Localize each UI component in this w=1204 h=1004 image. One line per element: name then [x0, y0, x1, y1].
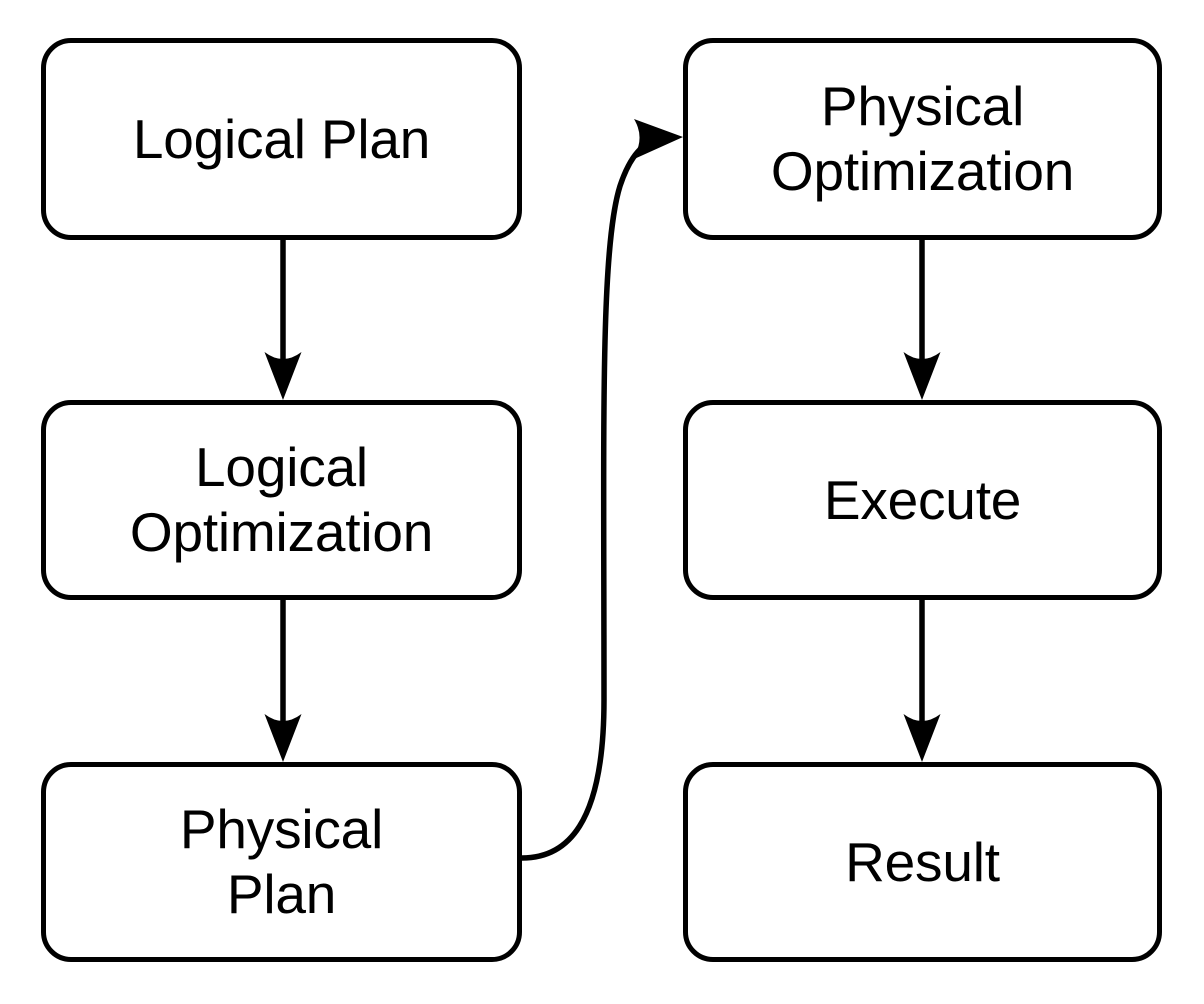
node-physical-optimization-label: Physical Optimization — [770, 75, 1075, 202]
edge-execute-to-result — [903, 600, 941, 762]
node-logical-optimization[interactable]: Logical Optimization — [41, 400, 522, 600]
node-result-label: Result — [845, 830, 1000, 893]
node-execute-label: Execute — [823, 468, 1022, 531]
node-physical-optimization[interactable]: Physical Optimization — [683, 38, 1162, 240]
node-logical-plan-label: Logical Plan — [132, 107, 431, 170]
node-execute[interactable]: Execute — [683, 400, 1162, 600]
node-logical-optimization-label: Logical Optimization — [129, 436, 434, 563]
node-physical-plan-label: Physical Plan — [179, 798, 384, 925]
edge-logical-plan-to-logical-optimization — [264, 240, 302, 400]
edge-physical-optimization-to-execute — [903, 240, 941, 400]
edge-logical-optimization-to-physical-plan — [264, 600, 302, 762]
edge-physical-plan-to-physical-optimization — [519, 119, 683, 861]
node-logical-plan[interactable]: Logical Plan — [41, 38, 522, 240]
node-result[interactable]: Result — [683, 762, 1162, 962]
node-physical-plan[interactable]: Physical Plan — [41, 762, 522, 962]
